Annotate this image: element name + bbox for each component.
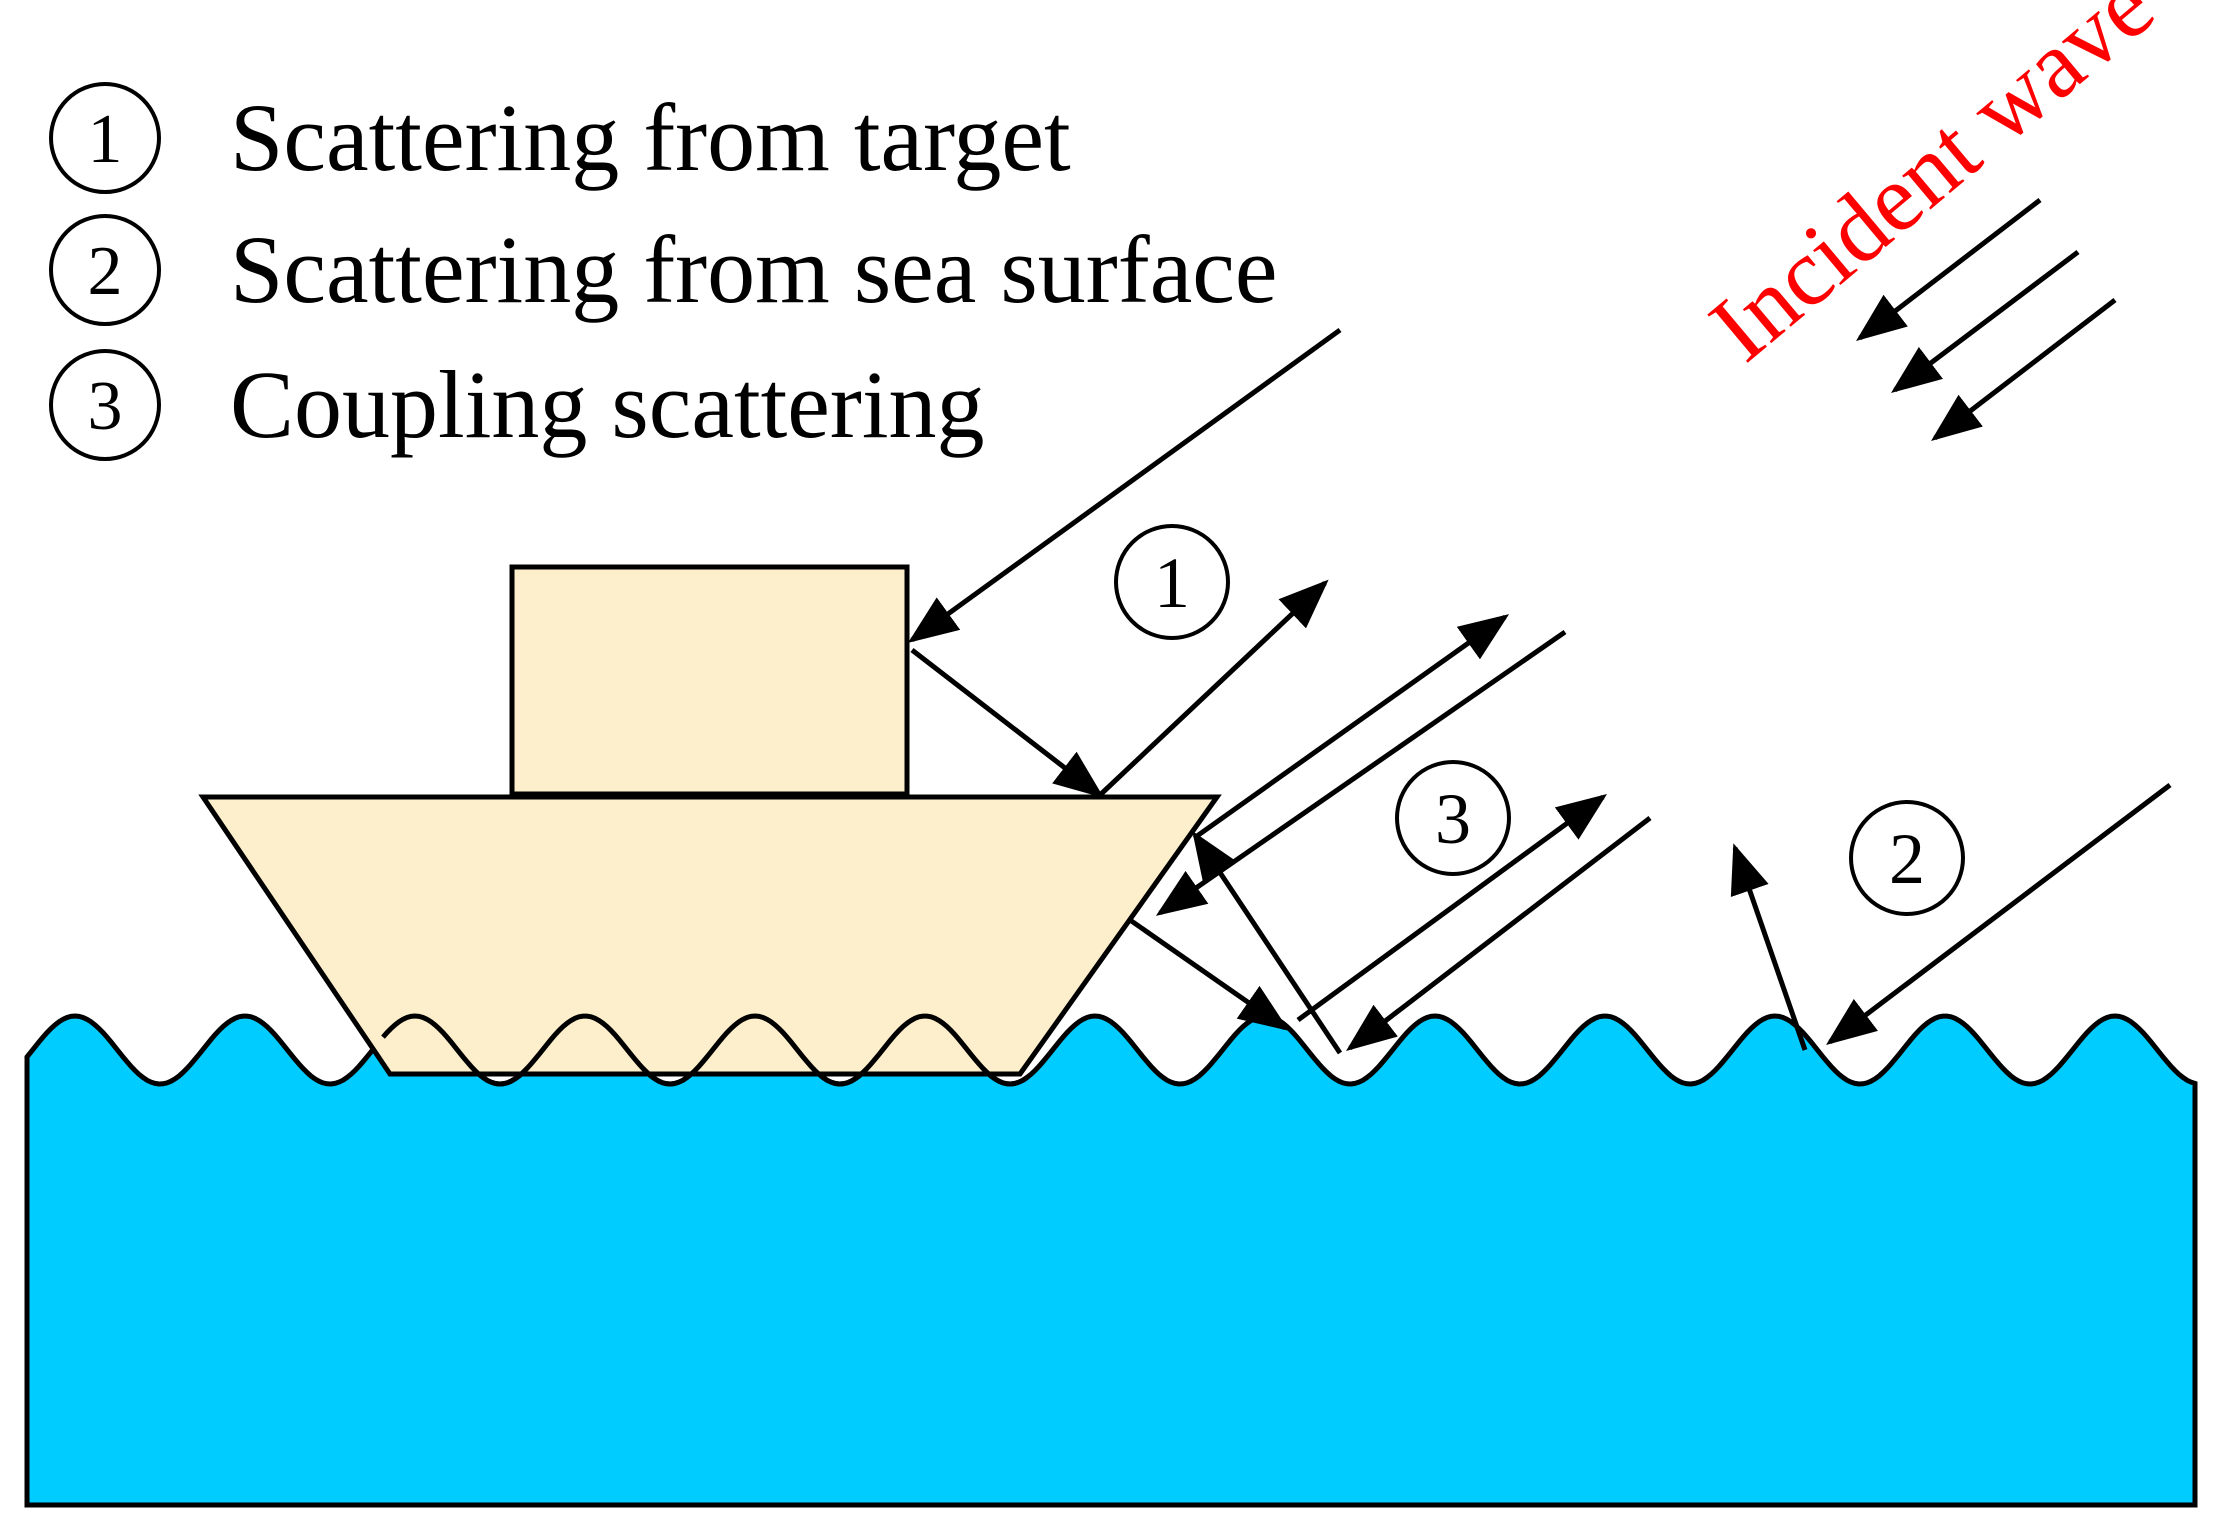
ray2-incident <box>1826 783 2172 1046</box>
marker-2: 2 <box>1849 800 1965 916</box>
marker-3: 3 <box>1395 760 1511 876</box>
legend-circle-3 <box>49 349 161 461</box>
marker-num-1: 1 <box>1154 543 1190 623</box>
marker-1: 1 <box>1114 524 1230 640</box>
legend-circle-2 <box>49 214 161 326</box>
ray1-incident <box>907 327 1342 643</box>
wave-line-over-hull <box>381 1013 1029 1087</box>
legend-item-1: 1 Scattering from target <box>49 82 1071 194</box>
incident-wave-label: Incident wave <box>1690 0 2173 381</box>
incident-arrow-1 <box>1856 198 2042 342</box>
ray1-to-hull <box>910 648 1104 799</box>
ray2-return <box>1730 843 1808 1051</box>
incident-arrow-3 <box>1931 298 2117 442</box>
marker-circle-3 <box>1395 760 1511 876</box>
marker-circle-1 <box>1114 524 1230 640</box>
legend: 1 Scattering from target 2 Scattering fr… <box>49 82 1278 461</box>
legend-label-3: Coupling scattering <box>230 351 985 458</box>
ray1-return <box>1098 579 1329 797</box>
marker-circle-2 <box>1849 800 1965 916</box>
legend-item-2: 2 Scattering from sea surface <box>49 214 1278 326</box>
incident-wave-arrows <box>1856 198 2117 442</box>
legend-num-3: 3 <box>88 368 123 445</box>
ship-hull <box>198 794 1222 1077</box>
legend-item-3: 3 Coupling scattering <box>49 349 985 461</box>
legend-num-2: 2 <box>88 233 123 310</box>
legend-num-1: 1 <box>88 101 123 178</box>
ray3-incident-b <box>1346 816 1652 1052</box>
ray3-hull-to-sea <box>1128 917 1290 1031</box>
incident-arrow-2 <box>1891 250 2080 394</box>
ship-cabin <box>509 564 910 797</box>
marker-num-2: 2 <box>1889 819 1925 899</box>
legend-label-2: Scattering from sea surface <box>230 216 1278 323</box>
legend-label-1: Scattering from target <box>230 84 1071 191</box>
ray3-sea-to-hull <box>1192 830 1343 1055</box>
ray-paths <box>907 327 2172 1055</box>
ship <box>198 564 1222 1087</box>
sea-surface <box>24 1013 2198 1508</box>
ray3-return-a <box>1195 614 1510 839</box>
marker-num-3: 3 <box>1435 779 1471 859</box>
ray3-return-b <box>1296 794 1608 1023</box>
legend-circle-1 <box>49 82 161 194</box>
